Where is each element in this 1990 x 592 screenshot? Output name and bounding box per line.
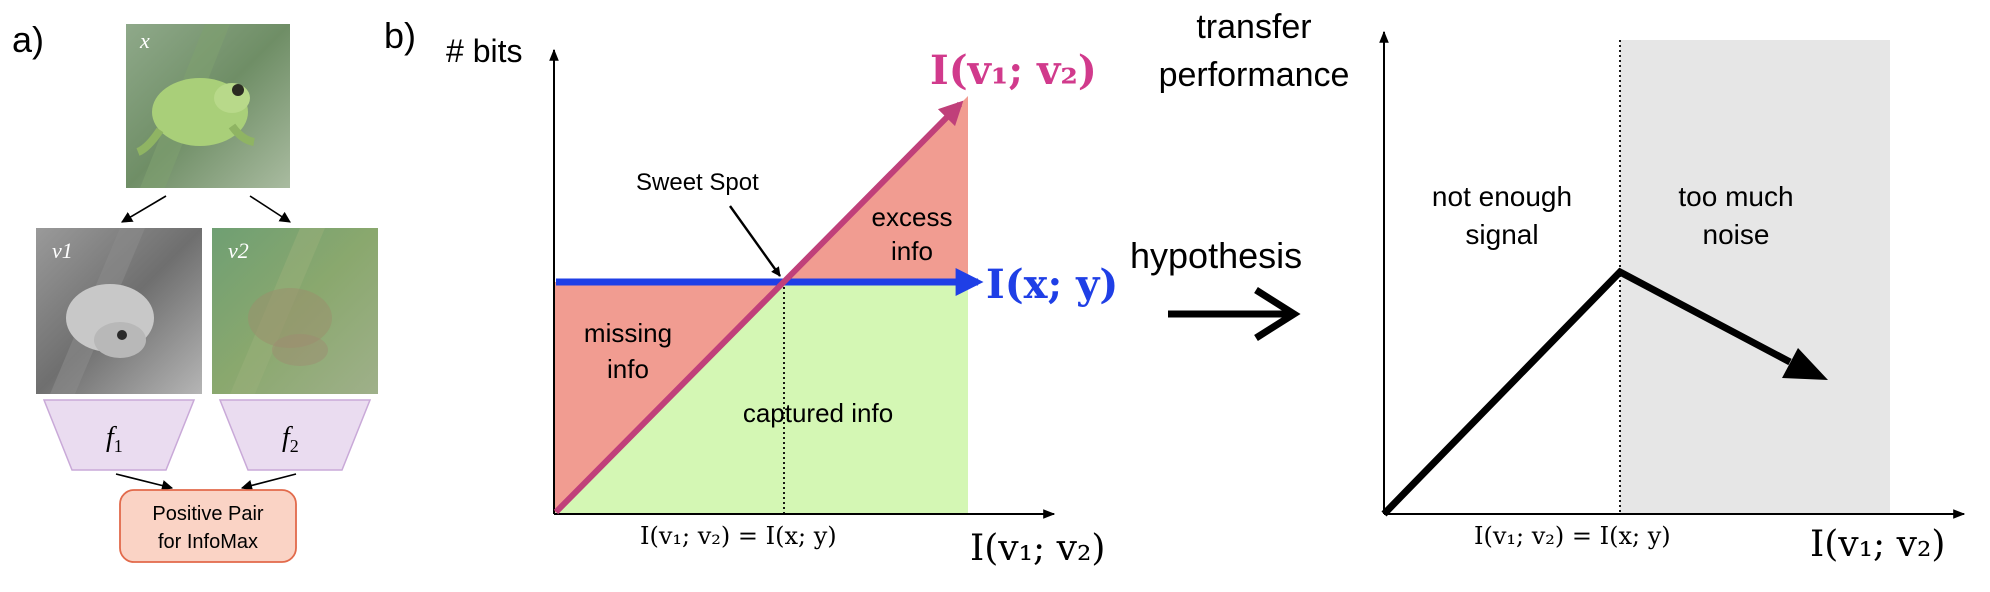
captured-info-region [554, 282, 968, 514]
too-much-line2: noise [1703, 219, 1770, 250]
panel-c-x-axis-label: I(v₁; v₂) [1810, 524, 1945, 565]
diag-label: I(v₁; v₂) [930, 47, 1097, 94]
pair-arrow-right [240, 473, 297, 491]
view2-label: v2 [228, 238, 249, 263]
iv1v2-arrow [553, 100, 964, 515]
positive-pair-line2: for InfoMax [158, 531, 258, 553]
encoder-f1-label: f1 [106, 422, 123, 456]
transfer-label-line1: transfer [1196, 8, 1311, 46]
y-axis-label-bits: # bits [446, 33, 522, 69]
panel-c-equality: I(v₁; v₂) = I(x; y) [1474, 522, 1671, 550]
missing-info-line1: missing [584, 318, 672, 348]
view1-image [36, 228, 202, 394]
not-enough-line2: signal [1465, 219, 1538, 250]
view2-image [212, 228, 378, 394]
encoder-f2 [218, 399, 372, 471]
positive-pair-box [119, 489, 297, 563]
panel-b-label: b) [384, 15, 416, 56]
excess-info-line2: info [891, 236, 933, 266]
view1-label: v1 [52, 238, 73, 263]
transfer-label-line2: performance [1159, 56, 1350, 94]
pair-arrow-left [115, 473, 174, 491]
split-arrow-left [121, 195, 167, 223]
split-arrow-right [249, 195, 291, 223]
captured-info-label: captured info [743, 398, 893, 428]
encoder-f1 [42, 399, 196, 471]
panel-a-label: a) [12, 19, 44, 60]
frog-image [126, 24, 290, 188]
image-x-label: x [139, 28, 150, 53]
too-much-line1: too much [1678, 181, 1793, 212]
hypothesis-arrow [1168, 287, 1301, 341]
panel-b-x-axis-label: I(v₁; v₂) [970, 528, 1105, 569]
sweet-spot-label: Sweet Spot [636, 169, 759, 196]
sweet-spot-pointer [729, 205, 781, 277]
hypothesis-label: hypothesis [1130, 235, 1302, 276]
not-enough-line1: not enough [1432, 181, 1572, 212]
horiz-label: I(x; y) [986, 261, 1118, 308]
noise-region [1620, 40, 1890, 514]
encoder-f2-label: f2 [282, 422, 299, 456]
panel-b-equality: I(v₁; v₂) = I(x; y) [640, 522, 837, 550]
positive-pair-line1: Positive Pair [152, 503, 263, 525]
missing-info-line2: info [607, 354, 649, 384]
excess-info-line1: excess [872, 202, 953, 232]
performance-curve [1381, 267, 1828, 517]
